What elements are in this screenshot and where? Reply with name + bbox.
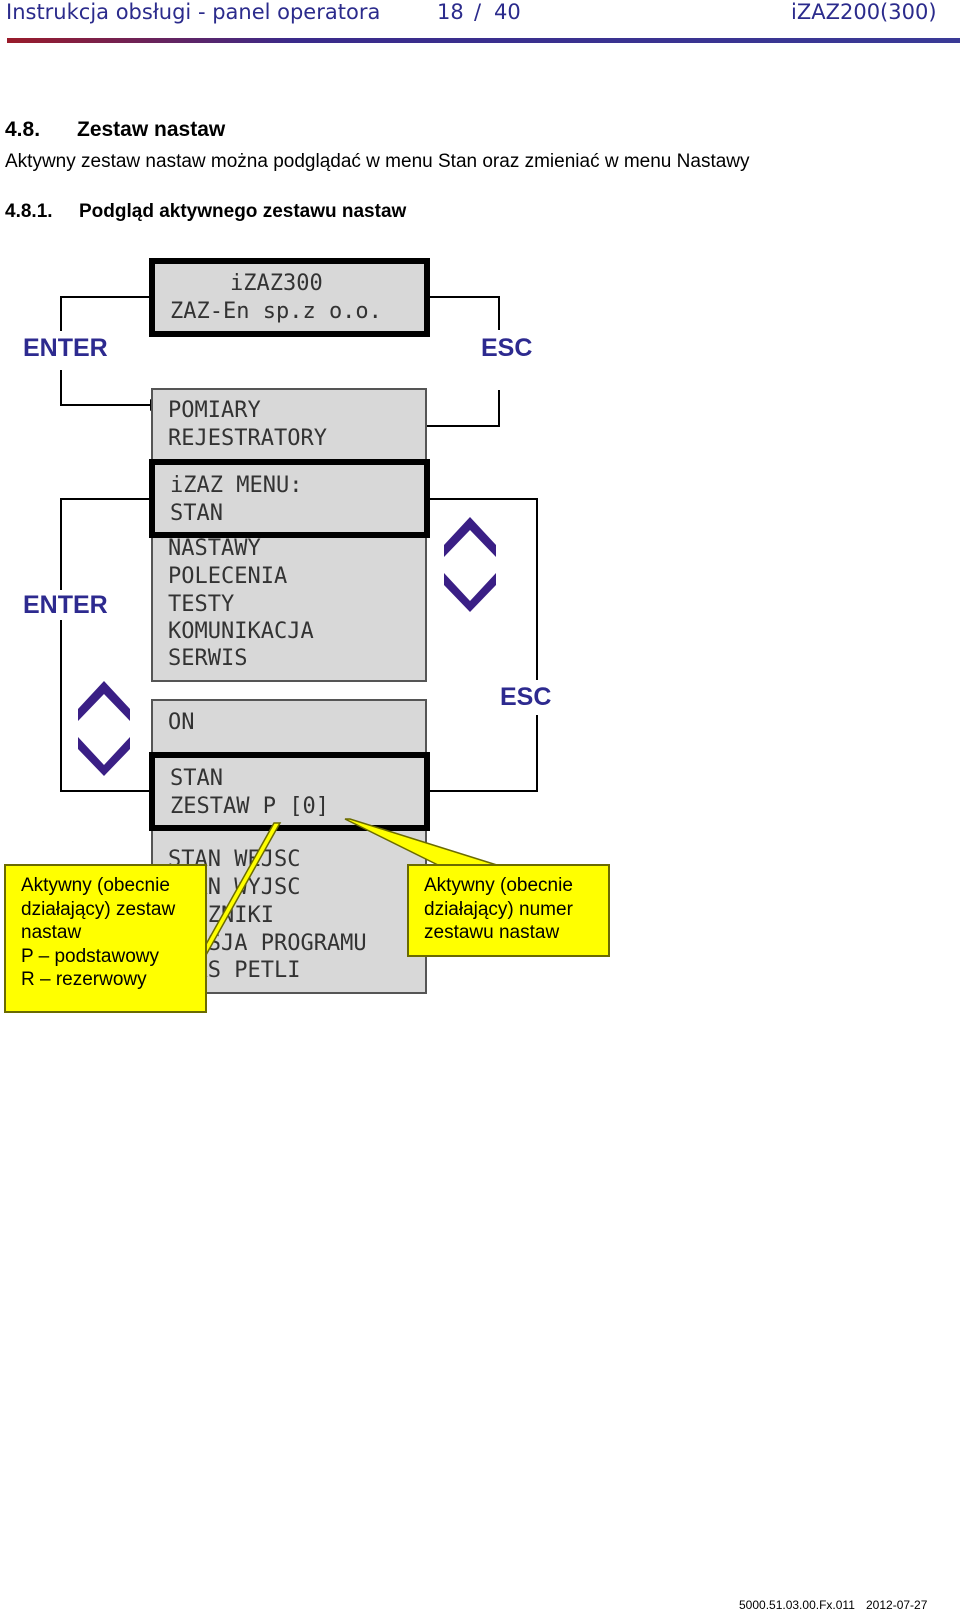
key-enter-mid: ENTER: [23, 591, 108, 619]
lcd-start-screen: [149, 258, 430, 337]
subsection-number: 4.8.1.: [5, 201, 53, 222]
menu-selected-line1: iZAZ MENU:: [170, 473, 303, 498]
page-separator: /: [474, 0, 482, 24]
esc-top-line-lower: [427, 390, 500, 427]
esc-mid-line-upper: [430, 498, 538, 680]
chevron-down-icon: [444, 573, 496, 612]
lcd-start-line1: iZAZ300: [230, 271, 323, 296]
chevron-down-icon: [78, 737, 130, 776]
header-rule: [7, 38, 960, 43]
callout-right-line: Aktywny (obecnie: [424, 875, 573, 896]
esc-mid-line-lower: [427, 715, 538, 792]
callout-right-line: zestawu nastaw: [424, 922, 560, 943]
menu-item: NASTAWY: [168, 536, 261, 561]
chevron-up-icon: [78, 681, 130, 721]
enter-mid-line-upper: [60, 498, 150, 590]
key-esc-top: ESC: [481, 334, 533, 362]
callout-right: Aktywny (obecnie działający) numer zesta…: [407, 864, 610, 957]
lcd-start-line2: ZAZ-En sp.z o.o.: [170, 299, 382, 324]
page-total: 40: [494, 0, 521, 24]
lcd-main-menu-selected: [149, 459, 430, 538]
key-esc-mid: ESC: [500, 683, 552, 711]
menu-item: POMIARY: [168, 398, 261, 423]
menu-selected-line2: STAN: [170, 501, 223, 526]
section-number: 4.8.: [5, 118, 41, 141]
page-number: 18: [437, 0, 464, 24]
menu-item: SERWIS: [168, 646, 248, 671]
footer-code: 5000.51.03.00.Fx.011: [739, 1598, 855, 1612]
esc-top-line-upper: [430, 296, 500, 330]
stan-item: ON: [168, 710, 195, 735]
menu-item: REJESTRATORY: [168, 426, 327, 451]
enter-top-line-upper: [60, 296, 150, 331]
section-text: Aktywny zestaw nastaw można podglądać w …: [5, 151, 750, 172]
menu-item: POLECENIA: [168, 564, 288, 589]
footer-date: 2012-07-27: [866, 1598, 928, 1612]
stan-selected-line2: ZESTAW P [0]: [170, 794, 329, 819]
callout-left-line: nastaw: [21, 922, 82, 943]
section-title: Zestaw nastaw: [77, 118, 226, 141]
subsection-title: Podgląd aktywnego zestawu nastaw: [79, 201, 407, 222]
lcd-stan-selected: [149, 752, 430, 831]
chevron-up-icon: [444, 517, 496, 557]
callout-left-line: R – rezerwowy: [21, 969, 147, 990]
callout-left: Aktywny (obecnie działający) zestaw nast…: [4, 864, 207, 1013]
callout-right-line: działający) numer: [424, 898, 573, 920]
header-title: Instrukcja obsługi - panel operatora: [6, 0, 381, 24]
menu-item: KOMUNIKACJA: [168, 619, 314, 644]
callout-left-line: P – podstawowy: [21, 945, 160, 967]
callout-left-line: Aktywny (obecnie: [21, 875, 170, 896]
menu-item: TESTY: [168, 592, 235, 617]
enter-top-line-lower: [60, 370, 150, 406]
stan-selected-line1: STAN: [170, 766, 223, 791]
enter-mid-line-lower: [60, 620, 150, 792]
callout-left-line: działający) zestaw: [21, 898, 176, 920]
callout-left-pointer: [198, 822, 282, 956]
callout-right-pointer: [344, 818, 501, 867]
key-enter-top: ENTER: [23, 334, 108, 362]
product-name: iZAZ200(300): [791, 0, 937, 24]
